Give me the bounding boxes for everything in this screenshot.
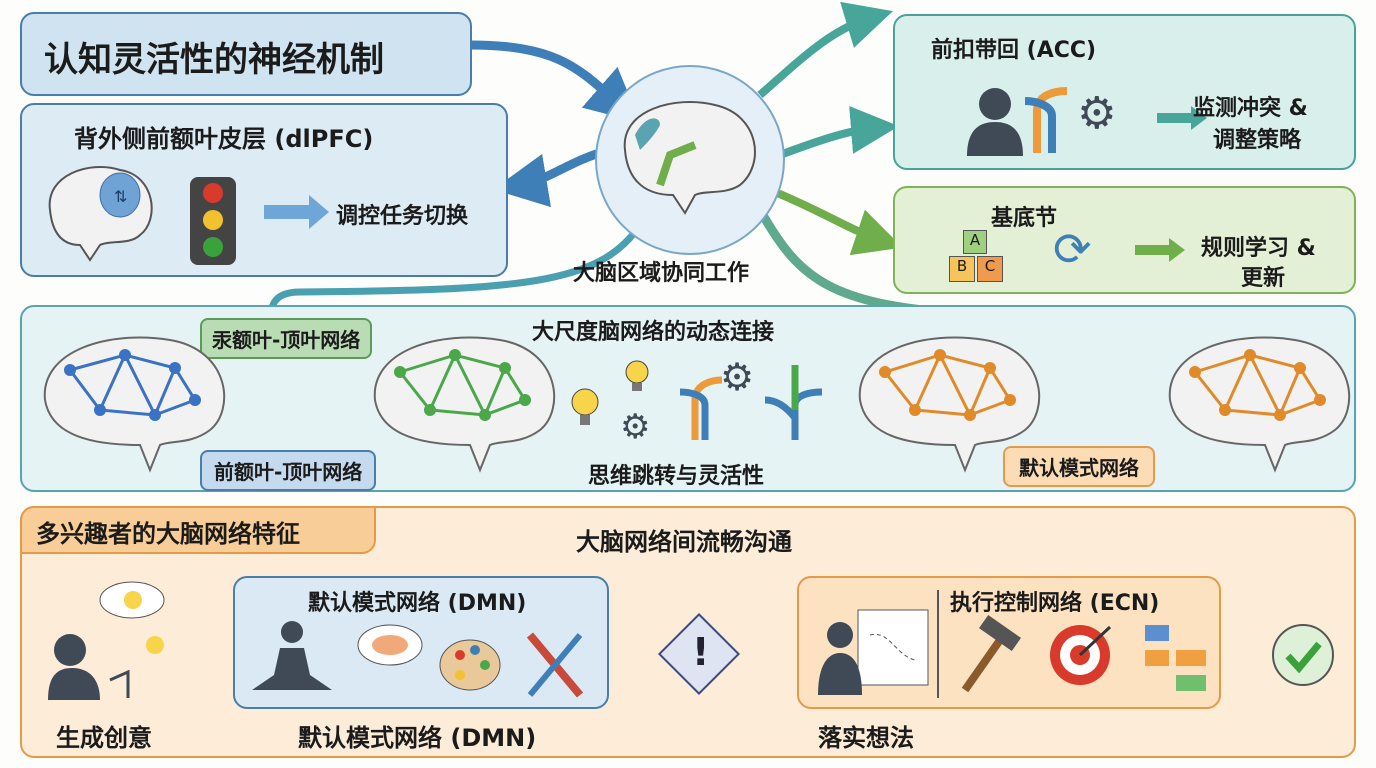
dlpfc-panel: 背外侧前额叶皮层 (dlPFC) ⇅ 调控任务切换 <box>20 103 508 277</box>
gear-icon: ⚙ <box>1077 88 1117 139</box>
bottom-tag-text: 多兴趣者的大脑网络特征 <box>36 520 300 548</box>
check-circle-icon <box>1272 624 1334 686</box>
label-green: 汞额叶-顶叶网络 <box>200 318 373 359</box>
brush-icon <box>526 632 584 698</box>
dmn-icons <box>252 621 584 698</box>
target-icon <box>1050 625 1112 685</box>
presenter-plan-icon <box>818 609 929 695</box>
flexibility-icons <box>571 360 823 440</box>
block-c: C <box>977 256 1003 282</box>
acc-title: 前扣带回 (ACC) <box>931 38 1097 63</box>
title-box: 认知灵活性的神经机制 <box>20 12 472 96</box>
dlpfc-title: 背外侧前额叶皮层 (dlPFC) <box>74 125 374 153</box>
gear-icon: ⚙ <box>720 355 755 399</box>
caption-implement: 落实想法 <box>818 724 914 752</box>
center-label: 大脑区域协同工作 <box>573 261 750 286</box>
basal-ganglia-panel: 基底节 A B C ⟳ 规则学习 & 更新 <box>893 186 1356 294</box>
meditation-icon <box>252 621 332 690</box>
acc-desc-2: 调整策略 <box>1213 128 1302 153</box>
flow-label: 大脑网络间流畅沟通 <box>576 528 792 556</box>
label-blue: 前额叶-顶叶网络 <box>200 450 377 491</box>
ecn-divider <box>937 590 939 698</box>
flowchart-icon <box>1145 625 1206 691</box>
network-title: 大尺度脑网络的动态连接 <box>532 320 775 345</box>
gear-icon: ⚙ <box>620 407 651 447</box>
traffic-light-icon <box>190 177 236 265</box>
cycle-arrows-icon: ⟳ <box>1053 222 1092 276</box>
brain-network-orange-2 <box>1168 336 1351 473</box>
network-caption: 思维跳转与灵活性 <box>588 464 765 489</box>
brain-network-blue <box>43 336 226 473</box>
label-orange: 默认模式网络 <box>1003 446 1155 487</box>
label-blue-text: 前额叶-顶叶网络 <box>214 460 363 484</box>
alert-symbol: ! <box>692 630 710 674</box>
label-green-text: 汞额叶-顶叶网络 <box>212 328 361 352</box>
arrow-right-icon <box>1135 238 1185 262</box>
ecn-title: 执行控制网络 (ECN) <box>950 591 1160 616</box>
dlpfc-desc: 调控任务切换 <box>336 204 469 229</box>
brain-icon: ⇅ <box>48 165 153 262</box>
arrow-right-icon <box>264 195 329 229</box>
basal-desc-2: 更新 <box>1241 266 1286 291</box>
brain-network-orange-1 <box>858 336 1041 473</box>
brain-network-green <box>373 336 556 473</box>
label-orange-text: 默认模式网络 <box>1019 456 1139 480</box>
caption-dmn: 默认模式网络 (DMN) <box>298 724 537 752</box>
caption-idea: 生成创意 <box>56 724 152 752</box>
svg-text:⇅: ⇅ <box>114 187 127 206</box>
dmn-title: 默认模式网络 (DMN) <box>308 591 527 616</box>
palette-icon <box>439 639 501 691</box>
ecn-icons <box>818 609 1206 695</box>
block-b: B <box>949 256 975 282</box>
block-a: A <box>963 230 987 254</box>
idea-person-icon <box>48 581 165 700</box>
thought-cloud-icon <box>357 624 423 666</box>
acc-desc-1: 监测冲突 & <box>1193 96 1308 121</box>
center-brain-icon <box>623 101 756 215</box>
basal-title: 基底节 <box>991 206 1058 231</box>
basal-desc-1: 规则学习 & <box>1201 236 1316 261</box>
thinking-person-icon <box>967 88 1023 156</box>
page-title: 认知灵活性的神经机制 <box>44 40 384 80</box>
arrow-right-icon <box>1157 106 1207 130</box>
hammer-icon <box>961 614 1021 693</box>
fork-arrow-icon <box>1024 87 1068 153</box>
bottom-tag <box>20 506 376 554</box>
abc-blocks-icon: A B C <box>947 230 1013 286</box>
acc-panel: 前扣带回 (ACC) ⚙ 监测冲突 & 调整策略 <box>893 14 1356 170</box>
